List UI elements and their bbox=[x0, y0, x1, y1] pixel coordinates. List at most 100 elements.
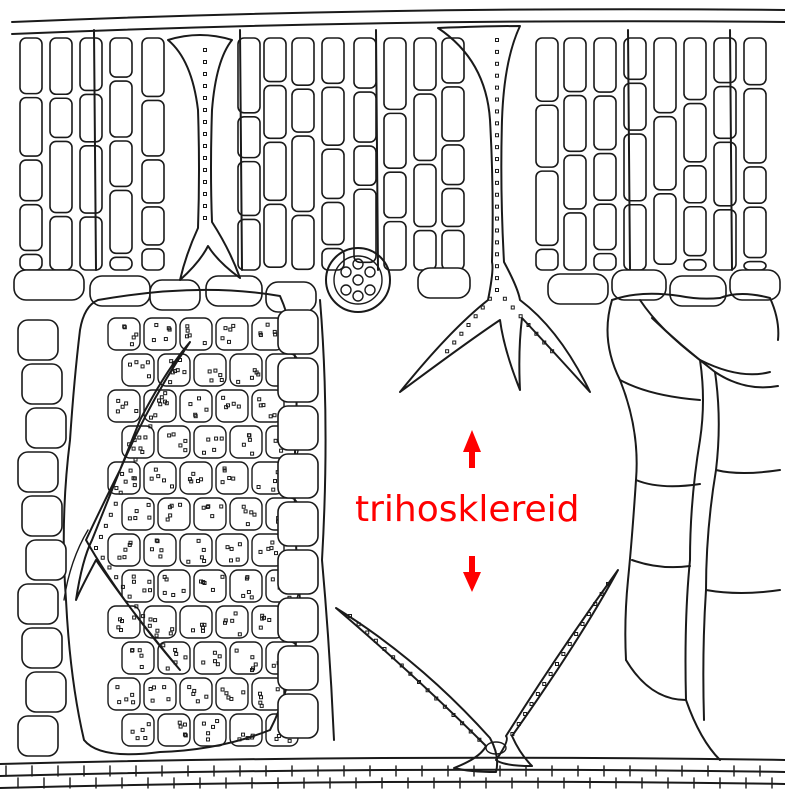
stipple-cell bbox=[180, 462, 212, 494]
pit-mark bbox=[203, 342, 206, 345]
palisade-cell bbox=[142, 160, 164, 203]
stipple-cell bbox=[122, 354, 154, 386]
palisade-cell bbox=[564, 213, 586, 270]
central-cell-column bbox=[278, 300, 334, 740]
pit-mark bbox=[254, 663, 257, 666]
secretory-granule bbox=[353, 291, 363, 301]
pit-mark bbox=[182, 589, 185, 592]
palisade-cell bbox=[264, 38, 286, 82]
pit-mark bbox=[536, 693, 539, 696]
pit-mark bbox=[184, 439, 187, 442]
palisade-cell bbox=[80, 146, 102, 213]
pit-mark bbox=[453, 341, 456, 344]
pit-mark bbox=[474, 315, 477, 318]
edge-cell bbox=[22, 364, 62, 404]
pit-mark bbox=[202, 548, 205, 551]
palisade-cell bbox=[564, 155, 586, 209]
palisade-cell bbox=[536, 171, 558, 245]
pit-mark bbox=[202, 661, 205, 664]
pit-mark bbox=[183, 371, 186, 374]
pit-mark bbox=[128, 595, 131, 598]
pit-mark bbox=[169, 381, 172, 384]
pit-mark bbox=[259, 692, 262, 695]
pit-mark bbox=[204, 145, 207, 148]
pit-mark bbox=[244, 510, 247, 513]
pit-mark bbox=[149, 416, 152, 419]
edge-cell bbox=[18, 452, 58, 492]
palisade-cell bbox=[20, 160, 42, 201]
pit-mark bbox=[234, 612, 237, 615]
pit-mark bbox=[186, 325, 189, 328]
palisade-cell bbox=[20, 205, 42, 251]
pit-mark bbox=[230, 697, 233, 700]
pit-mark bbox=[119, 491, 122, 494]
pit-mark bbox=[128, 517, 131, 520]
pit-mark bbox=[549, 673, 552, 676]
pit-mark bbox=[140, 665, 143, 668]
palisade-cell bbox=[384, 172, 406, 217]
pit-mark bbox=[204, 97, 207, 100]
mid-cell bbox=[612, 270, 666, 300]
pit-mark bbox=[149, 589, 152, 592]
stipple-cell bbox=[194, 426, 226, 458]
pit-mark bbox=[496, 39, 499, 42]
edge-cell bbox=[18, 716, 58, 756]
secretory-granule bbox=[341, 267, 351, 277]
pit-mark bbox=[201, 626, 204, 629]
pit-mark bbox=[273, 330, 276, 333]
pit-mark bbox=[253, 513, 256, 516]
pit-mark bbox=[247, 591, 250, 594]
palisade-cell bbox=[110, 190, 132, 253]
pit-mark bbox=[374, 639, 377, 642]
pit-mark bbox=[124, 480, 127, 483]
palisade-cell bbox=[744, 262, 766, 270]
palisade-cell bbox=[20, 38, 42, 94]
pit-mark bbox=[496, 158, 499, 161]
pit-mark bbox=[267, 547, 270, 550]
pit-mark bbox=[214, 369, 217, 372]
upper-epidermis bbox=[12, 9, 785, 34]
pit-mark bbox=[148, 624, 151, 627]
pit-mark bbox=[101, 556, 104, 559]
pit-mark bbox=[269, 415, 272, 418]
secretory-granule bbox=[353, 275, 363, 285]
pit-mark bbox=[236, 558, 239, 561]
pit-mark bbox=[260, 696, 263, 699]
palisade-cell bbox=[142, 100, 164, 155]
palisade-cell bbox=[50, 98, 72, 137]
pit-mark bbox=[131, 730, 134, 733]
pit-mark bbox=[184, 656, 187, 659]
pit-mark bbox=[205, 408, 208, 411]
palisade-cell bbox=[684, 38, 706, 100]
pit-mark bbox=[258, 398, 261, 401]
pit-mark bbox=[154, 414, 157, 417]
pit-mark bbox=[169, 514, 172, 517]
pit-mark bbox=[134, 458, 137, 461]
palisade-cell bbox=[322, 202, 344, 244]
sclereid-upper-left bbox=[168, 35, 240, 280]
pit-mark bbox=[288, 739, 291, 742]
pit-mark bbox=[496, 289, 499, 292]
pit-mark bbox=[229, 328, 232, 331]
pit-mark bbox=[129, 541, 132, 544]
pit-mark bbox=[140, 654, 143, 657]
pit-mark bbox=[251, 452, 254, 455]
palisade-cell bbox=[80, 94, 102, 141]
pit-mark bbox=[248, 438, 251, 441]
hypodermal-cell-row bbox=[14, 268, 780, 312]
stipple-cell bbox=[194, 498, 226, 530]
arrow-down-icon bbox=[463, 556, 481, 592]
palisade-cell bbox=[264, 86, 286, 139]
stipple-cell bbox=[180, 318, 212, 350]
palisade-cell bbox=[414, 164, 436, 226]
pit-mark bbox=[163, 591, 166, 594]
stipple-cell bbox=[230, 426, 262, 458]
pit-mark bbox=[189, 403, 192, 406]
pit-mark bbox=[204, 181, 207, 184]
pit-mark bbox=[237, 380, 240, 383]
palisade-cell bbox=[20, 254, 42, 270]
pit-mark bbox=[204, 109, 207, 112]
pit-mark bbox=[242, 505, 245, 508]
pit-mark bbox=[496, 277, 499, 280]
pit-mark bbox=[253, 369, 256, 372]
